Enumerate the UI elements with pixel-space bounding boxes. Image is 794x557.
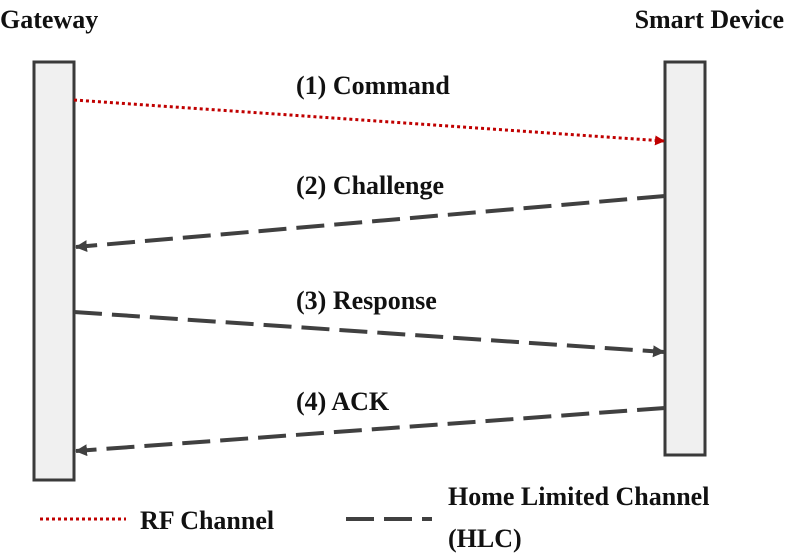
rf-legend-label: RF Channel [140, 506, 274, 535]
hlc-legend-label-line1: Home Limited Channel [448, 482, 709, 511]
gateway-lifeline [32, 60, 76, 482]
challenge-label: (2) Challenge [296, 171, 444, 200]
smart-device-lifeline [663, 60, 707, 457]
command-arrow [73, 98, 665, 146]
hlc-legend-label-line2: (HLC) [448, 524, 522, 553]
command-label: (1) Command [296, 71, 450, 100]
ack-arrow [75, 406, 666, 457]
response-arrow [73, 310, 665, 358]
gateway-title: Gateway [0, 5, 98, 34]
challenge-arrow [75, 194, 666, 253]
smart-device-title: Smart Device [635, 5, 784, 34]
ack-label: (4) ACK [296, 387, 390, 416]
response-label: (3) Response [296, 286, 437, 315]
